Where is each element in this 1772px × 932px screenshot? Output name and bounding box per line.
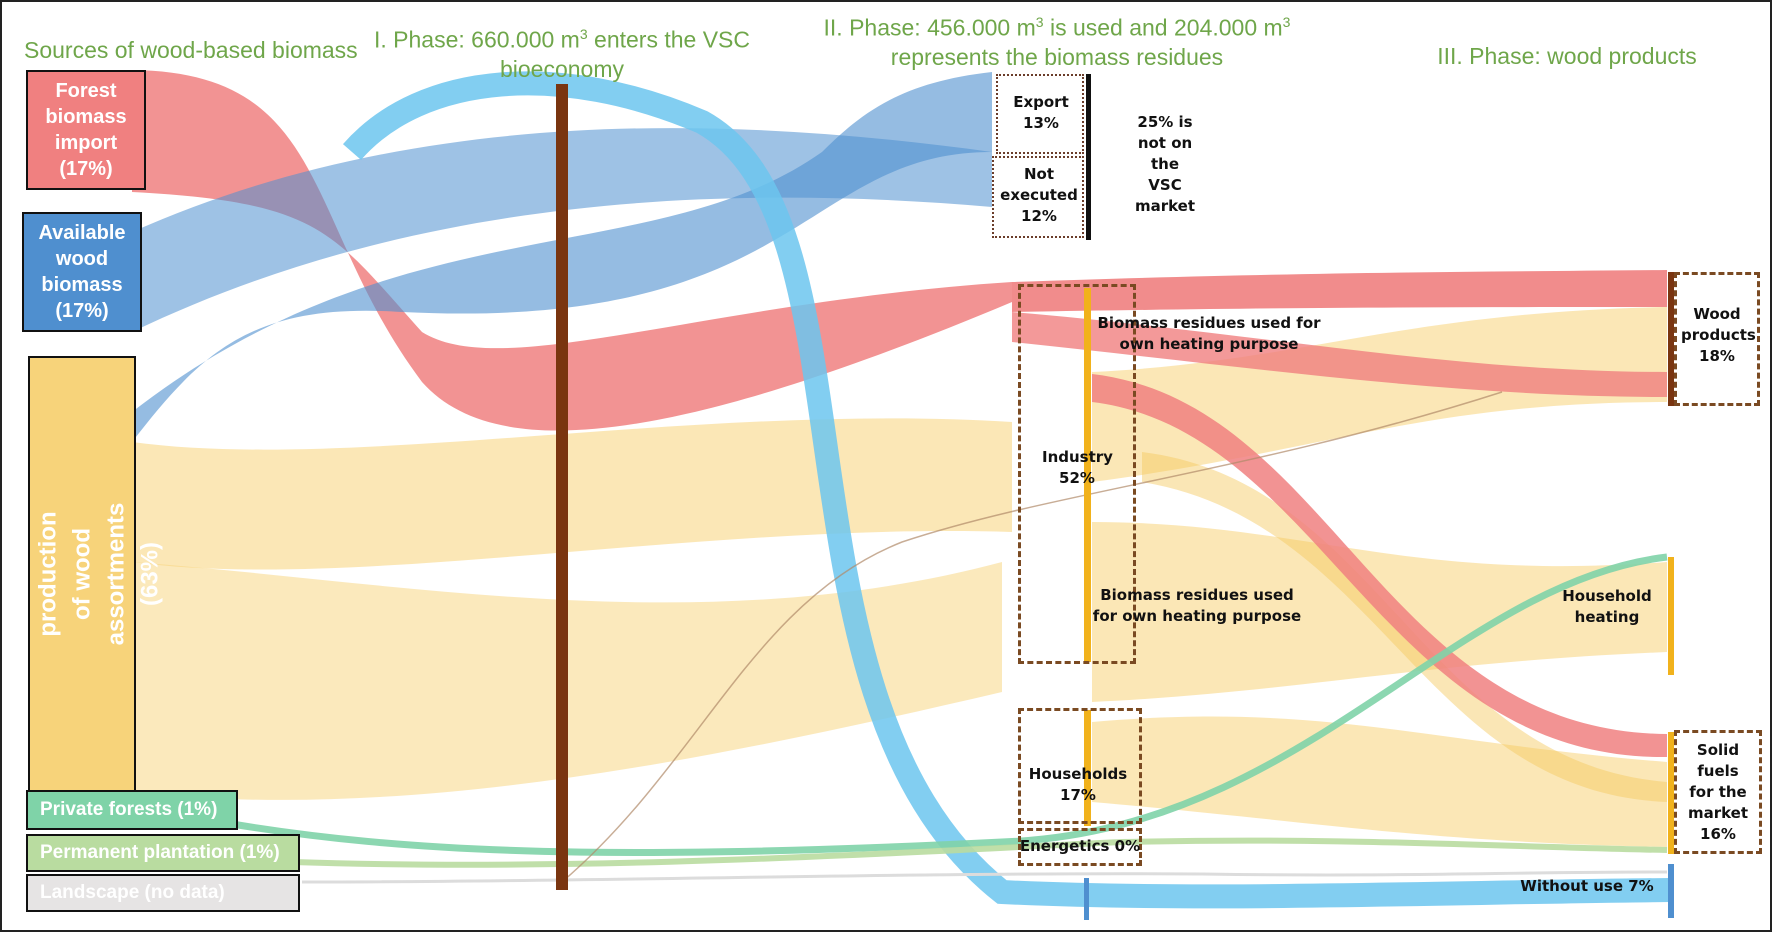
- node-solid-fuels: Solid fuels for the market 16%: [1676, 740, 1760, 845]
- source-available-wood-label: Available wood biomass (17%): [38, 222, 126, 322]
- flow-households-to-solid-fuels: [1092, 716, 1667, 847]
- node-energetics: Energetics 0%: [1018, 836, 1142, 857]
- heading-sources-text: Sources of wood-based biomass: [24, 37, 358, 63]
- source-forest-import: Forest biomass import (17%): [26, 70, 146, 190]
- flow-forest-import: [132, 70, 1012, 431]
- node-export-box: [996, 74, 1084, 154]
- residues-label-upper-text: Biomass residues used for own heating pu…: [1097, 314, 1321, 353]
- node-energetics-label: Energetics 0%: [1019, 837, 1141, 855]
- heading-phase1-line1: I. Phase: 660.000 m3 enters the VSC: [373, 26, 750, 53]
- node-bar-industry: [1084, 288, 1091, 662]
- flow-thin-link: [561, 391, 1503, 883]
- node-not-on-market-label: 25% is not on the VSC market: [1134, 113, 1196, 215]
- source-permanent-plantation: Permanent plantation (1%): [26, 834, 300, 872]
- heading-phase1-line2: bioeconomy: [499, 55, 625, 82]
- source-performed-production-text: Performed production of wood assortments…: [2, 358, 163, 790]
- heading-phase3: III. Phase: wood products: [1422, 42, 1712, 71]
- node-solid-fuels-label: Solid fuels for the market 16%: [1687, 741, 1749, 843]
- node-industry-box: [1018, 284, 1136, 664]
- node-wood-products: Wood products 18%: [1676, 304, 1758, 367]
- heading-phase2-line2: represents the biomass residues: [890, 43, 1224, 70]
- node-industry-label: Industry 52%: [1042, 448, 1113, 487]
- heading-phase2-line1: II. Phase: 456.000 m3 is used and 204.00…: [823, 14, 1291, 41]
- node-export: Export 13%: [1000, 92, 1082, 134]
- node-not-executed: Not executed 12%: [996, 164, 1082, 227]
- node-not-on-market: 25% is not on the VSC market: [1122, 112, 1208, 217]
- source-performed-production: [28, 356, 136, 792]
- node-households-box: [1018, 708, 1142, 824]
- source-performed-production-label: Performed production of wood assortments…: [0, 502, 163, 646]
- node-without-use-label: Without use 7%: [1520, 877, 1654, 895]
- heading-phase3-text: III. Phase: wood products: [1437, 43, 1697, 69]
- node-solid-fuels-box: [1674, 730, 1762, 854]
- heading-phase1: I. Phase: 660.000 m3 enters the VSC bioe…: [372, 20, 752, 84]
- node-bar-export: [1086, 74, 1091, 240]
- node-bar-without-use: [1668, 864, 1674, 918]
- heading-phase2: II. Phase: 456.000 m3 is used and 204.00…: [822, 8, 1292, 72]
- node-households-label: Households 17%: [1028, 765, 1128, 804]
- source-private-forests: Private forests (1%): [26, 790, 238, 830]
- flow-landscape: [301, 870, 1668, 884]
- node-bar-wood-products: [1668, 272, 1674, 406]
- flow-private-forests: [231, 553, 1668, 856]
- flow-production-to-industry: [132, 418, 1012, 570]
- node-export-label: Export 13%: [1013, 93, 1069, 132]
- heading-sources: Sources of wood-based biomass: [24, 36, 358, 65]
- source-private-forests-label: Private forests (1%): [40, 799, 218, 820]
- node-wood-products-label: Wood products 18%: [1681, 305, 1756, 365]
- source-landscape-label: Landscape (no data): [40, 882, 225, 903]
- node-households: Households 17%: [1022, 764, 1134, 806]
- flow-industry-to-wood-products-red: [1012, 270, 1667, 312]
- node-household-heating-label: Household heating: [1562, 587, 1652, 626]
- residues-label-upper: Biomass residues used for own heating pu…: [1094, 313, 1324, 355]
- node-bar-households: [1084, 710, 1091, 826]
- node-household-heating: Household heating: [1552, 586, 1662, 628]
- node-energetics-box: [1018, 828, 1142, 866]
- node-bar-solid-fuels: [1668, 732, 1674, 854]
- node-not-executed-label: Not executed 12%: [1000, 165, 1078, 225]
- source-available-wood: Available wood biomass (17%): [22, 212, 142, 332]
- flow-industry-to-solid-fuels-red: [1092, 374, 1667, 758]
- residues-label-lower-text: Biomass residues used for own heating pu…: [1092, 586, 1302, 625]
- flow-residues-red: [1012, 312, 1667, 397]
- node-without-use: Without use 7%: [1512, 876, 1662, 897]
- residues-label-lower: Biomass residues used for own heating pu…: [1092, 585, 1302, 627]
- node-wood-products-box: [1674, 272, 1760, 406]
- node-bar-without-use-left: [1084, 878, 1089, 920]
- node-bar-household-heating: [1668, 557, 1674, 675]
- source-permanent-plantation-label: Permanent plantation (1%): [40, 842, 280, 863]
- node-not-executed-box: [992, 156, 1084, 238]
- node-industry: Industry 52%: [1022, 447, 1132, 489]
- source-forest-import-label: Forest biomass import (17%): [45, 80, 127, 180]
- phase1-central-bar: [556, 84, 568, 890]
- source-landscape: Landscape (no data): [26, 874, 300, 912]
